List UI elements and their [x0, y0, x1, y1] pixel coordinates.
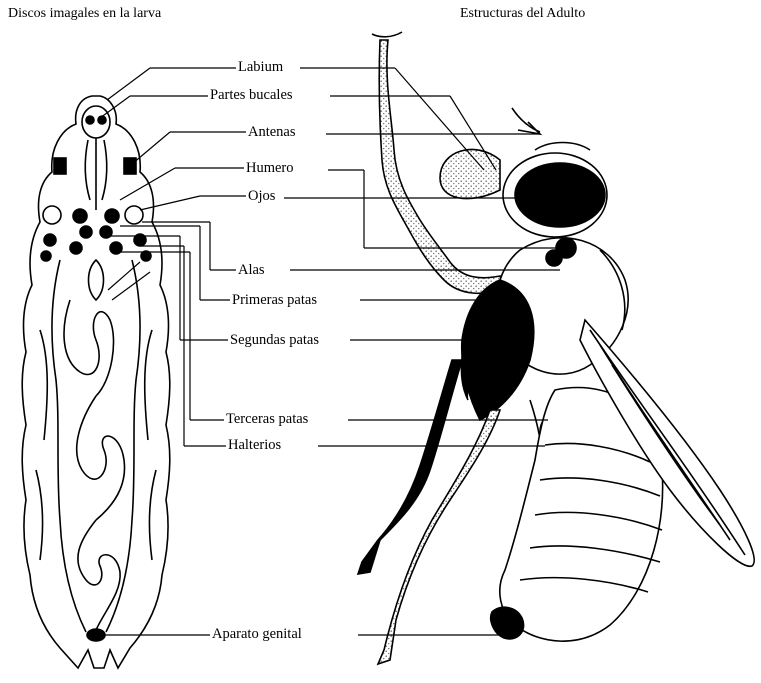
label-antennae: Antenas — [246, 124, 298, 141]
label-halteres: Halterios — [226, 437, 283, 454]
fly-eye — [515, 163, 605, 227]
label-humerus: Humero — [244, 160, 296, 177]
label-second-legs: Segundas patas — [228, 332, 321, 349]
label-genitalia: Aparato genital — [210, 626, 304, 643]
proboscis — [440, 150, 500, 199]
adult-drawing — [358, 32, 754, 664]
larva-drawing — [22, 96, 170, 668]
label-first-legs: Primeras patas — [230, 292, 319, 309]
larva-genital-disc — [87, 629, 105, 641]
label-eyes: Ojos — [246, 188, 277, 205]
label-mouthparts: Partes bucales — [208, 87, 295, 104]
label-wings: Alas — [236, 262, 267, 279]
label-third-legs: Terceras patas — [224, 411, 310, 428]
label-labium: Labium — [236, 59, 285, 76]
